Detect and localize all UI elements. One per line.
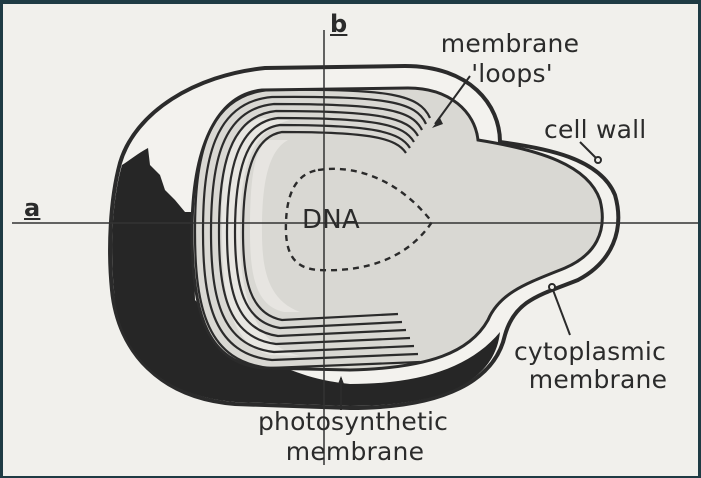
membrane-loops-label-line1: membrane xyxy=(430,30,590,58)
cytoplasmic-label-line1: cytoplasmic xyxy=(490,338,690,366)
axis-b-label: b xyxy=(330,10,347,38)
photosynthetic-label-line2: membrane xyxy=(255,438,455,466)
photosynthetic-label-line1: photosynthetic xyxy=(238,408,468,436)
cytoplasmic-label-line2: membrane xyxy=(508,366,688,394)
dna-label: DNA xyxy=(302,206,360,234)
pointer-cytoplasmic xyxy=(553,290,570,335)
pointer-cell-wall xyxy=(580,142,596,158)
cell-wall-label: cell wall xyxy=(544,116,646,144)
membrane-loops-label-line2: 'loops' xyxy=(432,60,592,88)
axis-a-label: a xyxy=(24,194,40,222)
